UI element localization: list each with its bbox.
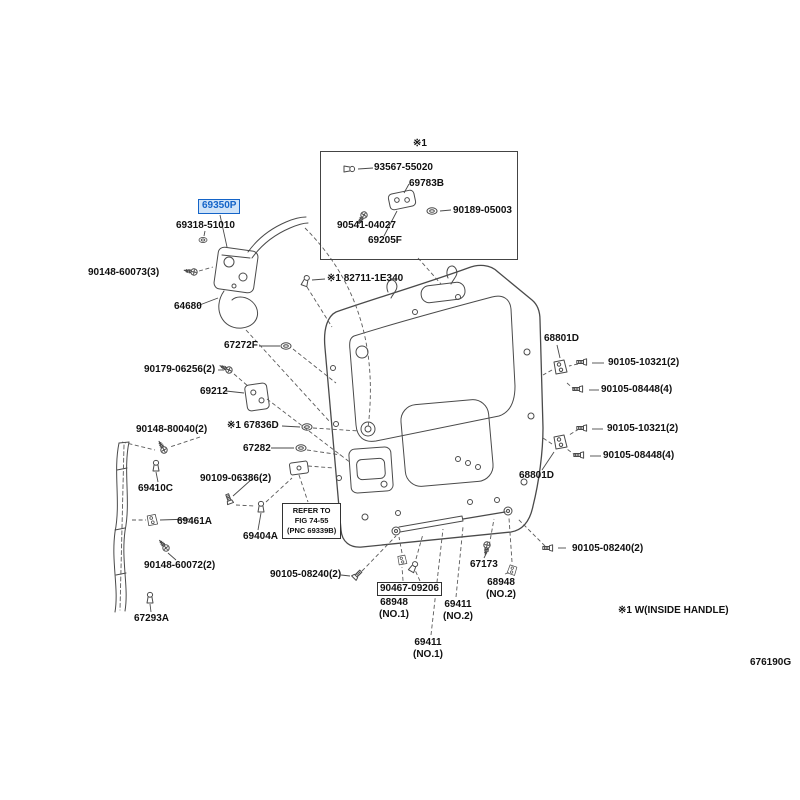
bolt-icon (576, 424, 588, 432)
part-label-90105-08240-1[interactable]: 90105-08240(2) (270, 569, 342, 580)
hinge-icon (553, 359, 568, 375)
license-lamp-bracket (289, 460, 309, 476)
clip-icon (146, 591, 154, 604)
note-marker: ※1 (413, 138, 427, 149)
clip-icon (257, 500, 265, 513)
grommet-icon (295, 444, 307, 452)
part-label-67173[interactable]: 67173 (470, 559, 498, 570)
footnote-inside-handle: ※1 W(INSIDE HANDLE) (618, 605, 729, 616)
bolt-icon (576, 358, 588, 366)
part-label-64680[interactable]: 64680 (174, 301, 202, 312)
part-label-69350p[interactable]: 69350P (198, 199, 241, 214)
part-label-67282[interactable]: 67282 (243, 443, 271, 454)
door-handle-detail (348, 446, 394, 494)
part-label-90105-10321-1[interactable]: 90105-10321(2) (608, 357, 680, 368)
lock-cable (218, 216, 309, 329)
part-label-69212[interactable]: 69212 (200, 386, 228, 397)
part-label-69411-no2[interactable]: 69411 (NO.2) (443, 599, 473, 622)
part-label-90105-08448-1[interactable]: 90105-08448(4) (601, 384, 673, 395)
screw-icon (218, 362, 234, 375)
part-label-69318-51010[interactable]: 69318-51010 (176, 220, 235, 231)
screw-icon (156, 537, 172, 554)
stay-bracket-icon (397, 554, 408, 566)
hinge-icon (553, 434, 568, 450)
drawing-code: 676190G (750, 657, 792, 668)
part-label-90148-80040[interactable]: 90148-80040(2) (136, 424, 208, 435)
part-label-90105-08448-2[interactable]: 90105-08448(4) (603, 450, 675, 461)
leader-lines-solid (149, 167, 604, 613)
part-label-69404a[interactable]: 69404A (243, 531, 279, 542)
door-panel-outline (323, 264, 544, 548)
hinge-icon (146, 514, 159, 526)
part-label-93567-55020[interactable]: 93567-55020 (374, 162, 433, 173)
part-label-90467-09206[interactable]: 90467-09206 (377, 582, 442, 596)
part-label-69461a[interactable]: 69461A (177, 516, 213, 527)
refer-note: REFER TO FIG 74-55 (PNC 69339B) (282, 503, 342, 540)
grommet-icon (280, 342, 292, 350)
part-label-67836d[interactable]: ※1 67836D (227, 420, 279, 431)
part-label-82711-1e340[interactable]: ※1 82711-1E340 (327, 273, 404, 284)
part-label-68948-no1[interactable]: 68948 (NO.1) (379, 597, 409, 620)
part-label-90105-08240-2[interactable]: 90105-08240(2) (572, 543, 644, 554)
part-label-67272f[interactable]: 67272F (224, 340, 258, 351)
leader-lines-dashed (121, 227, 580, 636)
callout-box (320, 151, 518, 260)
part-label-69411-no1[interactable]: 69411 (NO.1) (413, 637, 443, 660)
part-label-68948-no2[interactable]: 68948 (NO.2) (486, 577, 516, 600)
stay-bracket-icon (505, 563, 520, 578)
screw-icon (183, 266, 199, 277)
lock-assembly (213, 246, 259, 294)
clip-icon (407, 560, 420, 574)
bolt-icon (351, 568, 364, 581)
part-label-90105-10321-2[interactable]: 90105-10321(2) (607, 423, 679, 434)
bolt-icon (223, 492, 235, 506)
part-label-90179-06256[interactable]: 90179-06256(2) (144, 364, 216, 375)
part-label-90541-04027[interactable]: 90541-04027 (337, 220, 396, 231)
grommet-icon (198, 237, 208, 243)
gas-strut (391, 506, 513, 536)
part-label-90189-05003[interactable]: 90189-05003 (453, 205, 512, 216)
weatherstrip (113, 441, 130, 613)
part-label-90148-60073[interactable]: 90148-60073(3) (88, 267, 160, 278)
clip-icon (300, 274, 311, 288)
part-label-68801d-2[interactable]: 68801D (519, 470, 555, 481)
part-label-67293a[interactable]: 67293A (134, 613, 170, 624)
part-label-69205f[interactable]: 69205F (368, 235, 402, 246)
part-label-69783b[interactable]: 69783B (409, 178, 445, 189)
part-label-68801d-1[interactable]: 68801D (544, 333, 580, 344)
part-label-90109-06386[interactable]: 90109-06386(2) (200, 473, 272, 484)
screw-icon (155, 439, 169, 455)
inside-handle-bracket (387, 189, 417, 211)
striker-plate (244, 382, 270, 412)
part-label-90148-60072[interactable]: 90148-60072(2) (144, 560, 216, 571)
part-label-69410c[interactable]: 69410C (138, 483, 174, 494)
clip-icon (152, 459, 160, 472)
